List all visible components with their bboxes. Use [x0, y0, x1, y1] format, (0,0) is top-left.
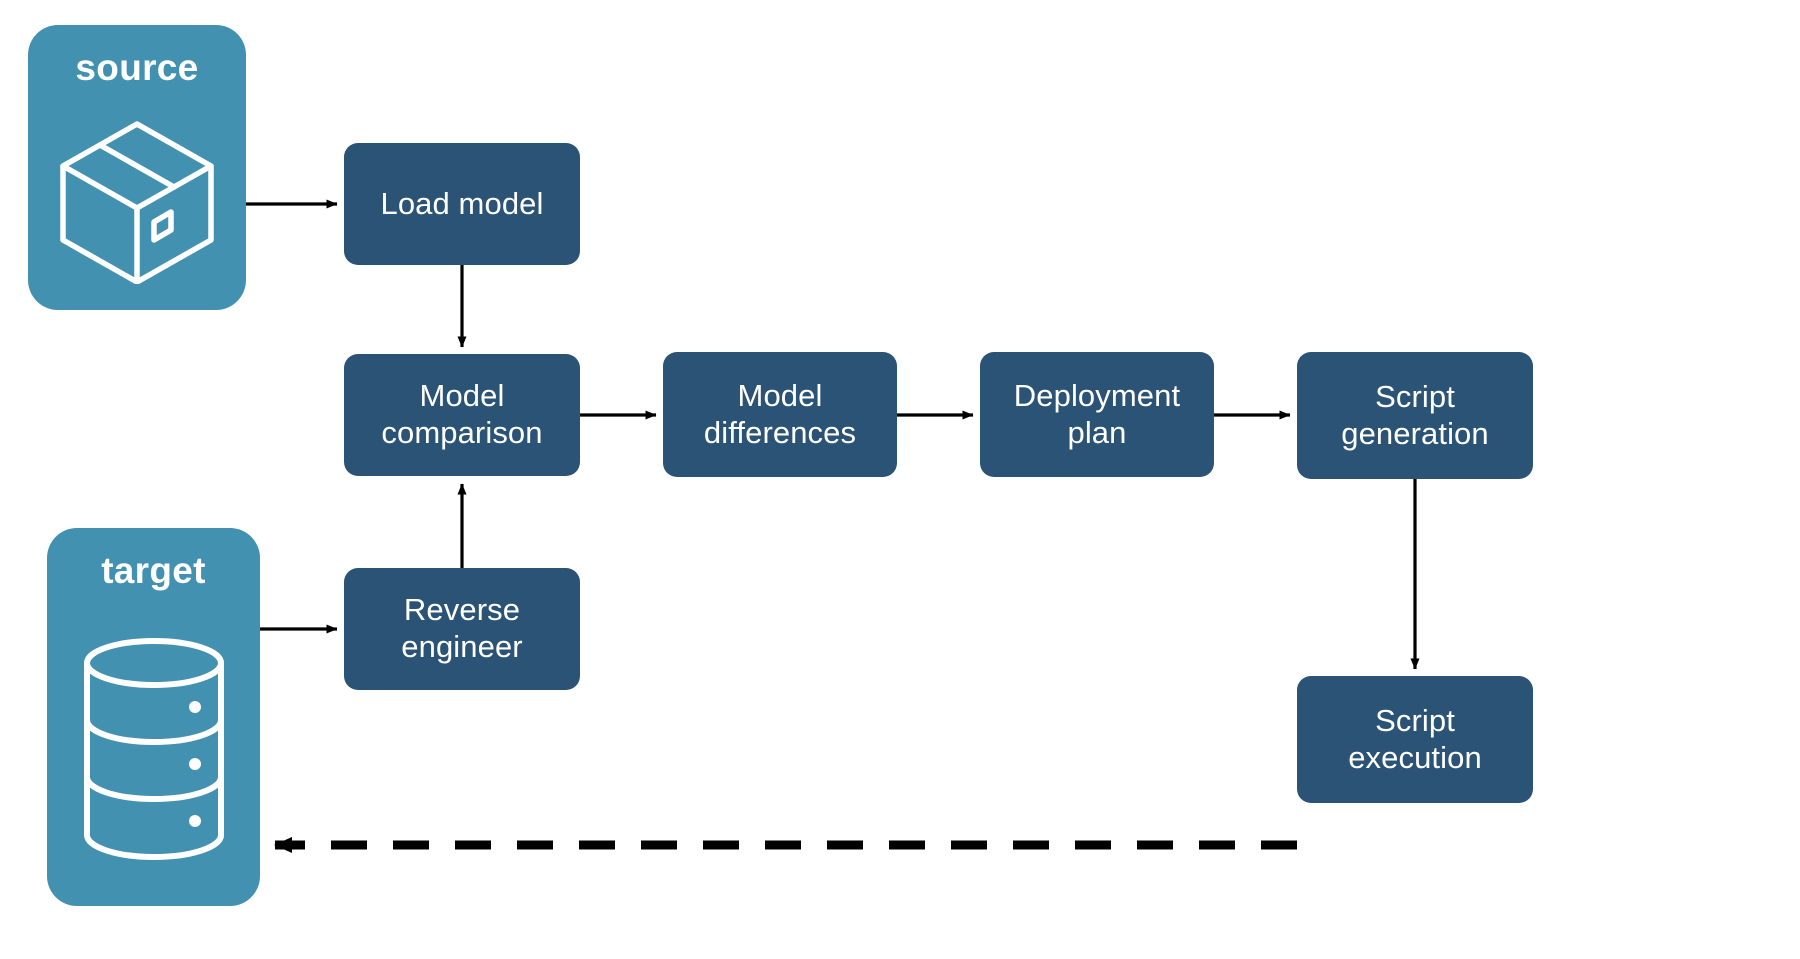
- node-model-comparison[interactable]: Model comparison: [344, 354, 580, 476]
- reverse-engineer-label: Reverse engineer: [401, 592, 523, 664]
- load-model-label: Load model: [380, 185, 544, 221]
- source-label: source: [75, 47, 199, 88]
- node-script-generation[interactable]: Script generation: [1297, 352, 1533, 479]
- node-load-model[interactable]: Load model: [344, 143, 580, 265]
- package-box-icon: [28, 89, 246, 310]
- target-label: target: [101, 550, 206, 591]
- deployment-plan-label: Deployment plan: [1013, 377, 1181, 450]
- script-execution-label: Script execution: [1348, 702, 1482, 775]
- model-comparison-label: Model comparison: [381, 378, 543, 450]
- node-model-differences[interactable]: Model differences: [663, 352, 897, 477]
- node-target[interactable]: target: [47, 528, 260, 906]
- database-cylinder-icon: [47, 592, 260, 906]
- node-source[interactable]: source: [28, 25, 246, 310]
- model-differences-label: Model differences: [703, 377, 857, 450]
- node-reverse-engineer[interactable]: Reverse engineer: [344, 568, 580, 690]
- script-generation-label: Script generation: [1341, 378, 1489, 451]
- node-deployment-plan[interactable]: Deployment plan: [980, 352, 1214, 477]
- node-script-execution[interactable]: Script execution: [1297, 676, 1533, 803]
